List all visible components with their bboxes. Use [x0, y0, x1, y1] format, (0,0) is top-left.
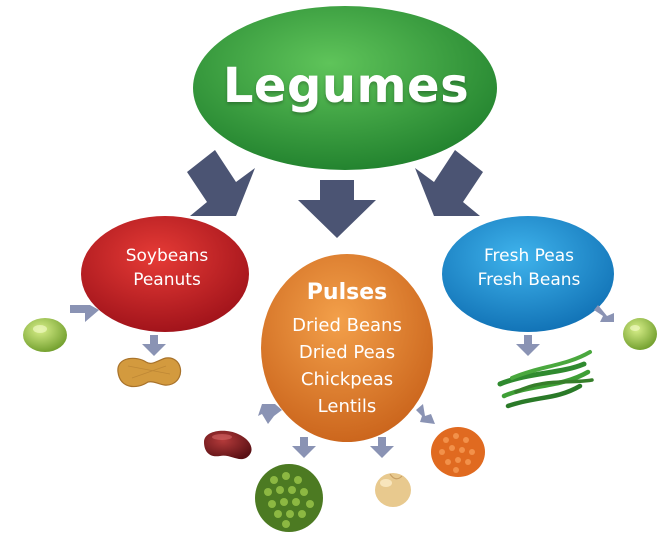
soybeans-node-text: Soybeans Peanuts	[92, 244, 242, 292]
fresh-pea-image	[623, 318, 657, 350]
arrow-to-peanut	[142, 335, 166, 356]
kidney-bean-image	[204, 431, 252, 459]
arrow-to-fresh	[415, 150, 483, 216]
arrow-to-split-peas	[292, 437, 316, 458]
fresh-beans-label: Fresh Beans	[444, 268, 614, 292]
arrow-to-fresh-pea	[594, 305, 614, 322]
green-beans-image	[500, 352, 592, 406]
pulses-items: Dried Beans Dried Peas Chickpeas Lentils	[262, 312, 432, 420]
dried-peas-label: Dried Peas	[262, 339, 432, 366]
arrow-to-soybeans	[187, 150, 255, 216]
lentils-image	[431, 427, 485, 477]
pulses-title: Pulses	[262, 280, 432, 305]
dried-beans-label: Dried Beans	[262, 312, 432, 339]
peanuts-label: Peanuts	[92, 268, 242, 292]
arrow-to-green-beans	[516, 335, 540, 356]
peanut-image	[118, 358, 181, 387]
legumes-title: Legumes	[196, 58, 496, 114]
arrow-to-pulses	[298, 180, 376, 238]
chickpea-image	[375, 473, 411, 507]
arrow-to-chickpea	[370, 437, 394, 458]
chickpeas-label: Chickpeas	[262, 366, 432, 393]
split-peas-image	[255, 464, 323, 532]
lentils-label: Lentils	[262, 393, 432, 420]
fresh-peas-label: Fresh Peas	[444, 244, 614, 268]
green-soybean-image	[23, 318, 67, 352]
arrow-to-green-soybean	[70, 305, 99, 322]
soybeans-label: Soybeans	[92, 244, 242, 268]
fresh-node-text: Fresh Peas Fresh Beans	[444, 244, 614, 292]
